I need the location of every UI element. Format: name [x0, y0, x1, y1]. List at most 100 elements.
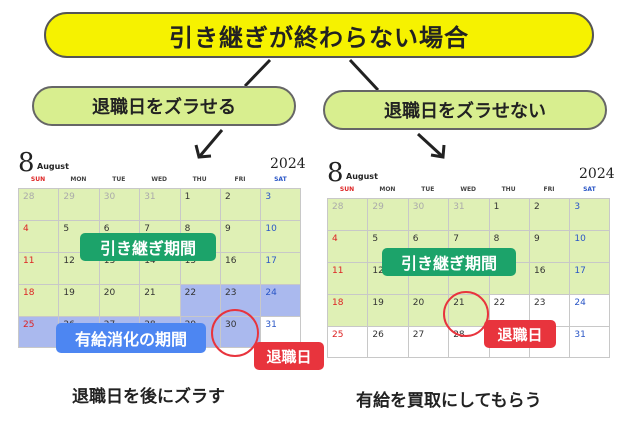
day-number: 19 [372, 298, 384, 308]
calendar-day-cell: 26 [367, 326, 408, 358]
day-number: 9 [225, 224, 231, 234]
calendar-day-cell: 1 [179, 188, 220, 220]
calendar-month-number: 8 [18, 148, 35, 178]
calendar-year: 2024 [579, 166, 615, 182]
day-number: 24 [574, 298, 586, 308]
day-number: 25 [23, 320, 35, 330]
arrow-down-left-shaft [198, 129, 224, 157]
calendar-day-cell: 2 [220, 188, 261, 220]
calendar-day-cell: 10 [260, 220, 301, 252]
calendar-day-cell: 22 [488, 294, 529, 326]
day-number: 1 [184, 192, 191, 202]
day-number: 29 [63, 192, 75, 202]
day-number: 24 [265, 288, 277, 298]
calendar-day-cell: 20 [98, 284, 140, 316]
calendar-day-cell: 4 [327, 230, 368, 262]
main-title: 引き継ぎが終わらない場合 [44, 12, 594, 58]
calendar-day-cell: 11 [18, 252, 59, 284]
day-number: 23 [225, 288, 237, 298]
day-number: 19 [63, 288, 75, 298]
calendar-day-cell: 1 [488, 198, 529, 230]
weekday-sun: SUN [30, 176, 46, 183]
calendar-day-cell: 29 [367, 198, 408, 230]
left-caption: 退職日を後にズラす [72, 387, 225, 407]
day-number: 11 [23, 256, 35, 266]
calendar-day-cell: 9 [220, 220, 261, 252]
calendar-day-cell: 29 [58, 188, 99, 220]
weekday-tue: TUE [112, 176, 126, 183]
calendar-day-cell: 3 [569, 198, 610, 230]
day-number: 16 [225, 256, 237, 266]
calendar-day-cell: 24 [569, 294, 610, 326]
weekday-tue: TUE [421, 186, 435, 193]
calendar-day-cell: 16 [529, 262, 570, 294]
handover-period-text: 引き継ぎ期間 [99, 239, 196, 258]
day-number: 9 [534, 234, 540, 244]
calendar-day-cell: 28 [327, 198, 368, 230]
day-number: 26 [372, 330, 384, 340]
day-number: 3 [265, 192, 272, 202]
paid-leave-period-text: 有給消化の期間 [74, 330, 187, 349]
weekday-sun: SUN [339, 186, 355, 193]
calendar-day-cell: 24 [260, 284, 301, 316]
day-number: 29 [372, 202, 384, 212]
calendar-day-cell: 30 [407, 198, 449, 230]
day-number: 16 [534, 266, 546, 276]
calendar-day-cell: 9 [529, 230, 570, 262]
calendar-month-name: August [37, 162, 69, 171]
day-number: 28 [332, 202, 344, 212]
calendar-day-cell: 4 [18, 220, 59, 252]
day-number: 10 [574, 234, 586, 244]
day-number: 8 [493, 234, 500, 244]
day-number: 17 [265, 256, 277, 266]
left-retirement-text: 退職日 [266, 347, 312, 366]
calendar-day-cell: 2 [529, 198, 570, 230]
calendar-day-cell: 31 [569, 326, 610, 358]
day-number: 31 [144, 192, 156, 202]
day-number: 18 [23, 288, 35, 298]
calendar-day-cell: 10 [569, 230, 610, 262]
calendar-day-cell: 17 [260, 252, 301, 284]
day-number: 17 [574, 266, 586, 276]
day-number: 3 [574, 202, 581, 212]
calendar-day-cell: 18 [327, 294, 368, 326]
day-number: 31 [265, 320, 277, 330]
arrow-down-right-head [430, 144, 446, 159]
weekday-wed: WED [151, 176, 168, 183]
day-number: 7 [453, 234, 459, 244]
weekday-fri: FRI [234, 176, 246, 183]
day-number: 4 [332, 234, 338, 244]
day-number: 5 [63, 224, 70, 234]
calendar-day-cell: 17 [569, 262, 610, 294]
weekday-sat: SAT [583, 186, 596, 193]
day-number: 30 [412, 202, 425, 212]
day-number: 23 [534, 298, 546, 308]
calendar-day-cell: 16 [220, 252, 261, 284]
day-number: 13 [103, 256, 116, 266]
day-number: 11 [332, 266, 344, 276]
calendar-day-cell: 20 [407, 294, 449, 326]
day-number: 2 [534, 202, 540, 212]
day-number: 31 [574, 330, 586, 340]
calendar-day-cell: 3 [260, 188, 301, 220]
handover-period-label: 引き継ぎ期間 [382, 248, 516, 276]
weekday-fri: FRI [543, 186, 555, 193]
day-number: 18 [332, 298, 344, 308]
day-number: 8 [184, 224, 191, 234]
weekday-thu: THU [192, 176, 207, 183]
weekday-sat: SAT [274, 176, 287, 183]
calendar-day-cell: 28 [18, 188, 59, 220]
weekday-wed: WED [460, 186, 477, 193]
calendar-day-cell: 23 [529, 294, 570, 326]
day-number: 12 [372, 266, 384, 276]
day-number: 20 [103, 288, 116, 298]
day-number: 5 [372, 234, 379, 244]
calendar-day-cell: 27 [407, 326, 449, 358]
arrow-down-left-head [194, 144, 212, 159]
weekday-thu: THU [501, 186, 516, 193]
calendar-month-number: 8 [327, 158, 344, 188]
day-number: 14 [144, 256, 156, 266]
day-number: 2 [225, 192, 231, 202]
calendar-day-cell: 25 [18, 316, 59, 348]
